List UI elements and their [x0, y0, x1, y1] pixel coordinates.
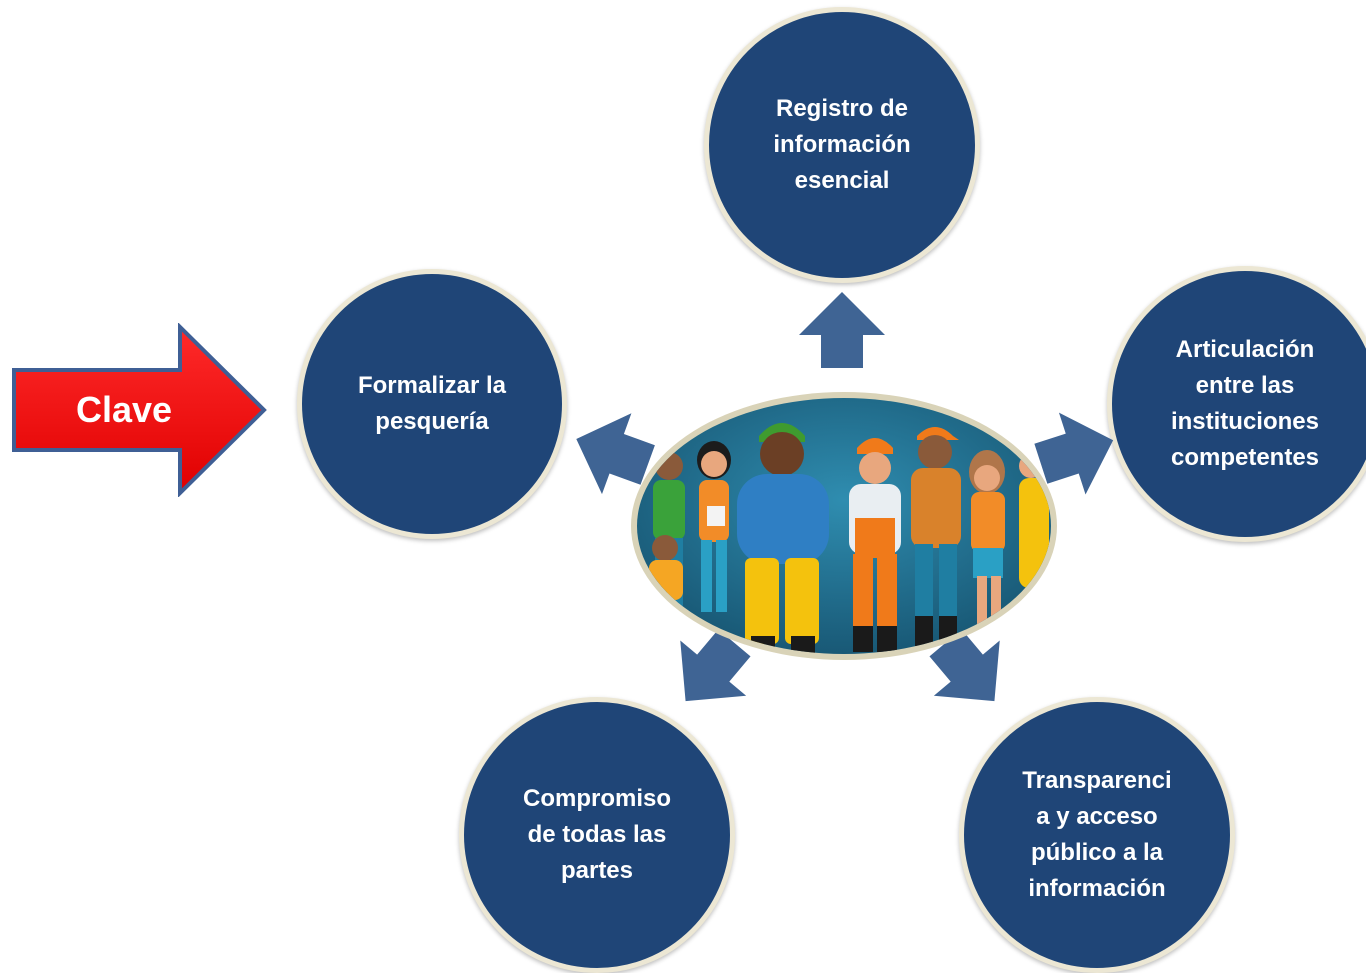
clave-arrow-icon — [12, 323, 267, 497]
group-of-workers-illustration — [631, 392, 1057, 660]
node-formalizar-label: Formalizar la pesquería — [357, 372, 507, 435]
arrow-down-left-icon — [680, 629, 751, 702]
node-transparencia-label: Transparenci a y acceso público a la inf… — [1022, 767, 1172, 902]
clave-label: Clave — [75, 389, 173, 430]
arrow-left-icon — [576, 413, 655, 495]
node-transparencia: Transparenci a y acceso público a la inf… — [959, 697, 1235, 973]
node-compromiso: Compromiso de todas las partes — [459, 697, 735, 973]
arrow-right-icon — [1034, 412, 1114, 495]
node-articulacion-label: Articulación entre las instituciones com… — [1170, 336, 1320, 471]
node-articulacion: Articulación entre las instituciones com… — [1107, 266, 1366, 542]
arrow-down-right-icon — [929, 629, 1000, 702]
arrow-up-icon — [799, 292, 885, 368]
node-registro: Registro de información esencial — [704, 7, 980, 283]
node-registro-label: Registro de información esencial — [773, 95, 911, 194]
node-compromiso-label: Compromiso de todas las partes — [522, 785, 671, 884]
node-formalizar: Formalizar la pesquería — [297, 269, 567, 539]
